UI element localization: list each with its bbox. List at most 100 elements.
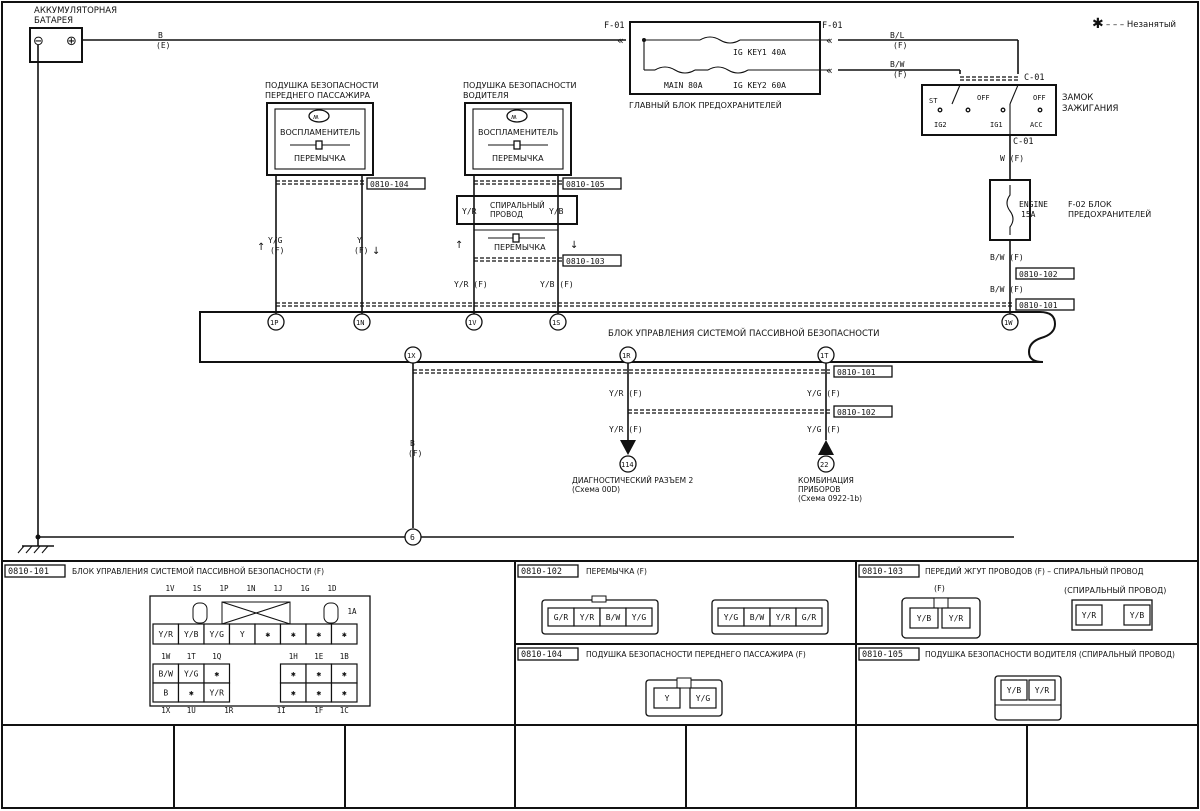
clock-spring-right: Y/B	[549, 207, 564, 216]
wire-battery-type: (E)	[156, 41, 170, 50]
p101-row3-cell-box	[330, 682, 358, 703]
p101-row3-cell: ✱	[316, 689, 321, 698]
igniter-coil-icon: ʍ	[313, 113, 319, 121]
p101-row1-cell: Y/B	[184, 630, 199, 639]
p101-row3-cell: ✱	[342, 689, 347, 698]
p101-row1-cell: Y/R	[159, 630, 174, 639]
battery-plus-icon: ⊕	[66, 34, 77, 49]
fuse-conn-left: F-01	[604, 21, 624, 31]
p101-top-label: 1D	[327, 584, 337, 593]
p105-cell: Y/B	[1007, 686, 1022, 695]
cs-jumper-label: ПЕРЕМЫЧКА	[494, 243, 546, 252]
wire-bl-color: B/L	[890, 31, 905, 40]
ignition-acc: ACC	[1030, 121, 1043, 129]
fuse-block-label: ГЛАВНЫЙ БЛОК ПРЕДОХРАНИТЕЛЕЙ	[629, 99, 782, 110]
arrow-up-icon: ↑	[257, 242, 265, 253]
wire-bw-f-2: B/W (F)	[990, 285, 1024, 294]
pins-top: 1P 1N 1V 1S 1W	[267, 313, 1019, 331]
battery: АККУМУЛЯТОРНАЯ БАТАРЕЯ ⊖ ⊕	[29, 6, 117, 63]
p101-row1-cell: Y	[240, 630, 245, 639]
wire-w-f: W (F)	[1000, 154, 1024, 163]
p103-right-cell-box	[1075, 604, 1103, 626]
conn-101-bottom: 0810-101	[837, 368, 876, 377]
pin-1p: 1P	[270, 319, 278, 327]
p104-cell: Y	[665, 694, 670, 703]
cluster-wire-2: Y/G (F)	[807, 425, 841, 434]
fuse-ig-key2: IG KEY2 60A	[733, 81, 786, 90]
p102-left-cell: Y/R	[580, 613, 595, 622]
pin-1v: 1V	[468, 319, 477, 327]
ignition-label-2: ЗАЖИГАНИЯ	[1062, 104, 1119, 114]
arrow-down-icon	[620, 440, 636, 455]
wire-b-color: B	[410, 439, 415, 448]
driver-airbag: ПОДУШКА БЕЗОПАСНОСТИ ВОДИТЕЛЯ ʍ ВОСПЛАМЕ…	[463, 81, 577, 176]
fuse-engine-icon	[1006, 185, 1014, 235]
legend-text: – – – Незанятый	[1106, 20, 1176, 30]
p101-mid-label: 1Q	[212, 652, 222, 661]
diag-label: ДИАГНОСТИЧЕСКИЙ РАЗЪЕМ 2	[572, 476, 693, 485]
p101-top-label: 1V	[165, 584, 175, 593]
ignition-conn: C-01	[1024, 73, 1044, 83]
fuse-main-icon	[654, 66, 696, 74]
wire-bw-color: B/W	[890, 60, 905, 69]
jumper-icon	[512, 233, 520, 243]
p101-row2-cell: ✱	[214, 670, 219, 679]
panel-0810-101: 0810-101 БЛОК УПРАВЛЕНИЯ СИСТЕМОЙ ПАССИВ…	[4, 564, 371, 715]
p101-row2-cell: ✱	[316, 670, 321, 679]
p103-right-cell: Y/R	[1082, 611, 1097, 620]
p101-mid-label: 1H	[289, 652, 299, 661]
p101-row2-cell: ✱	[291, 670, 296, 679]
battery-label-1: АККУМУЛЯТОРНАЯ	[34, 6, 117, 16]
ignition-switch: C-01 ЗАМОК ЗАЖИГАНИЯ ST OFF OFF IG2 IG1 …	[921, 73, 1119, 147]
panel-105-code: 0810-105	[862, 650, 903, 660]
p103-right-cell: Y/B	[1130, 611, 1145, 620]
ignition-ig2: IG2	[934, 121, 947, 129]
p102-right-cell-box	[795, 607, 823, 627]
f02-label-1: F-02 БЛОК	[1068, 200, 1112, 209]
diag-number: 114	[621, 461, 634, 469]
p101-mid-label: 1W	[161, 652, 171, 661]
p101-top-label: 1S	[192, 584, 202, 593]
conn-101-top: 0810-101	[1019, 301, 1058, 310]
pin-1s: 1S	[552, 319, 560, 327]
clock-spring-left: Y/R	[462, 207, 477, 216]
wire-bl-type: (F)	[893, 41, 907, 50]
arrow-up-icon: ↑	[455, 240, 463, 251]
pass-airbag-title-2: ПЕРЕДНЕГО ПАССАЖИРА	[265, 91, 371, 100]
ground-number: 6	[410, 533, 415, 542]
wire-y-type: (F)	[354, 246, 368, 255]
p101-row3-cell: Y/R	[210, 689, 225, 698]
ignition-conn-bottom: C-01	[1013, 137, 1033, 147]
p102-left-cell: B/W	[606, 613, 621, 622]
p101-mid-label: 1E	[314, 652, 324, 661]
p101-row1-cell: ✱	[265, 630, 270, 639]
cluster-sub: (Схема 0922-1b)	[798, 494, 862, 503]
panel-101-code: 0810-101	[8, 567, 49, 577]
arrow-down-icon: ↓	[570, 240, 578, 251]
connector-chevron-icon: «	[826, 34, 833, 47]
f02-label-2: ПРЕДОХРАНИТЕЛЕЙ	[1068, 208, 1151, 219]
diag-wire-2: Y/R (F)	[609, 425, 643, 434]
p101-bottom-label: 1I	[277, 706, 286, 715]
pass-jumper-label: ПЕРЕМЫЧКА	[294, 154, 346, 163]
p104-cell-box	[689, 687, 717, 709]
control-unit: БЛОК УПРАВЛЕНИЯ СИСТЕМОЙ ПАССИВНОЙ БЕЗОП…	[199, 311, 1057, 363]
passenger-airbag: ПОДУШКА БЕЗОПАСНОСТИ ПЕРЕДНЕГО ПАССАЖИРА…	[265, 81, 379, 176]
conn-104: 0810-104	[370, 180, 409, 189]
p101-top-label: 1N	[246, 584, 255, 593]
ground-point	[404, 528, 422, 546]
p101-label-1a: 1A	[347, 607, 357, 616]
drv-jumper-label: ПЕРЕМЫЧКА	[492, 154, 544, 163]
p105-cell: Y/R	[1035, 686, 1050, 695]
igniter-icon	[506, 109, 528, 123]
wire-bw-type: (F)	[893, 70, 907, 79]
battery-label-2: БАТАРЕЯ	[34, 16, 73, 26]
panel-102-title: ПЕРЕМЫЧКА (F)	[586, 567, 647, 576]
p101-top-label: 1J	[273, 584, 282, 593]
p101-row1-cell: ✱	[291, 630, 296, 639]
fuse-conn-right: F-01	[822, 21, 842, 31]
p102-right-cell: Y/G	[724, 613, 739, 622]
panel-103-left-label: (F)	[934, 584, 945, 593]
